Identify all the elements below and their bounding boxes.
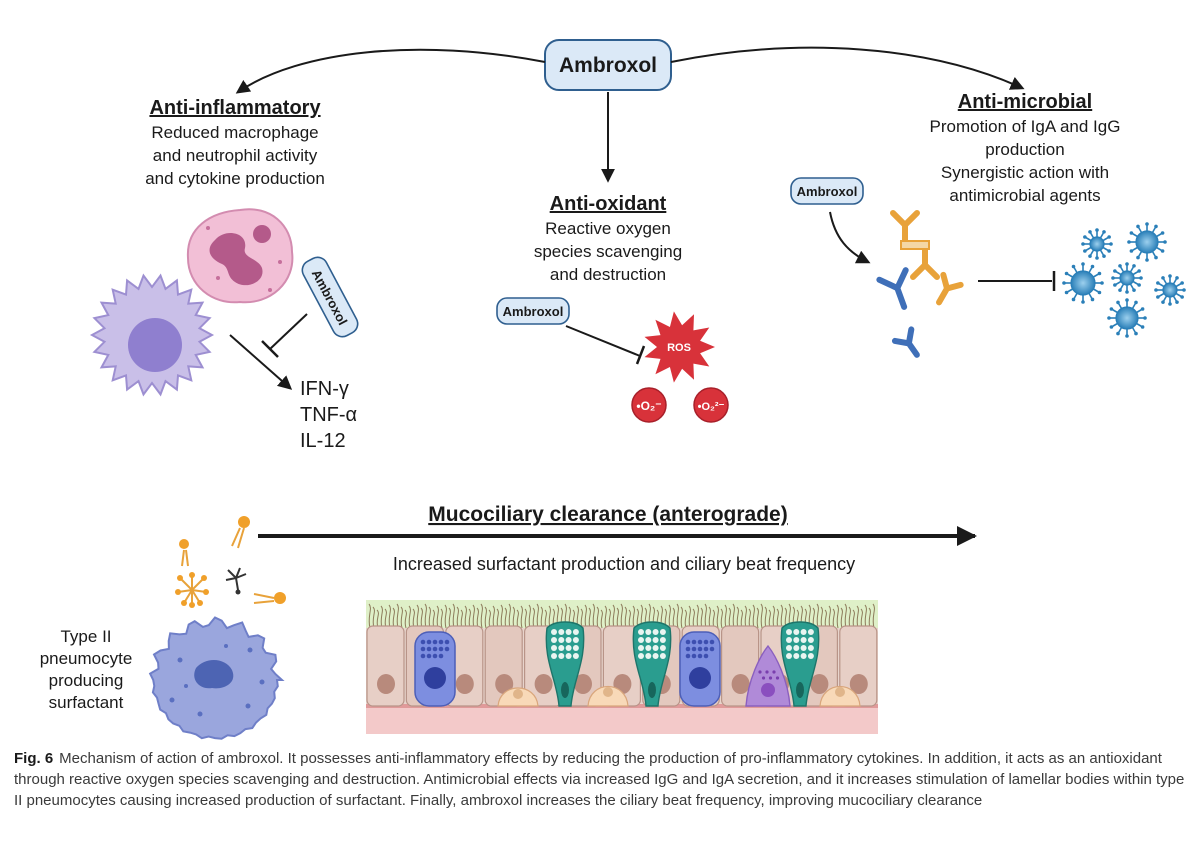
pathogen-6 [1107, 298, 1147, 338]
pathogen-5 [1154, 274, 1186, 306]
ros-label: ROS [667, 342, 691, 354]
arrow-to-anti-inflammatory [235, 48, 546, 94]
anti-oxidant-line-3: and destruction [550, 265, 666, 284]
basal-cell [587, 685, 629, 707]
epithelial-cell [366, 625, 405, 707]
pathogen-2 [1127, 222, 1167, 262]
pathogen-4 [1111, 262, 1143, 294]
goblet-cell [780, 621, 820, 707]
antibody-group [876, 210, 964, 358]
macrophage-cell [89, 273, 215, 397]
ambroxol-oxidant-label: Ambroxol [503, 304, 564, 319]
anti-inflammatory-line-1: Reduced macrophage [151, 123, 318, 142]
anti-oxidant-heading: Anti-oxidant [550, 193, 667, 215]
neutrophil-cell [186, 208, 294, 304]
pneumocyte-label-2: pneumocyte [40, 649, 133, 668]
anti-microbial-line-3: Synergistic action with [941, 163, 1109, 182]
inhibition-bar-oxidant [635, 345, 646, 365]
anti-microbial-line-1: Promotion of IgA and IgG [930, 117, 1121, 136]
anti-oxidant-line-2: species scavenging [534, 242, 682, 261]
surfactant-tuft [225, 567, 247, 595]
club-cell [414, 631, 456, 707]
peroxide-radical: •O₂²⁻ [693, 387, 729, 423]
pneumocyte-label-3: producing [49, 671, 124, 690]
ciliated-epithelium [366, 600, 878, 734]
brush-cell [745, 644, 791, 707]
ambroxol-inflammatory-pill: Ambroxol [301, 256, 359, 338]
ros-starburst: ROS [644, 311, 715, 383]
club-cell [679, 631, 721, 707]
goblet-cell [545, 621, 585, 707]
cytokine-il12: IL-12 [300, 430, 346, 452]
cytokine-ifn: IFN-γ [300, 378, 349, 400]
anti-oxidant-line-1: Reactive oxygen [545, 219, 671, 238]
inhibition-line-inflammatory [269, 313, 308, 350]
surfactant-molecules [175, 516, 286, 608]
inhibition-line-oxidant [565, 325, 641, 357]
mucociliary-heading: Mucociliary clearance (anterograde) [428, 503, 787, 526]
pathogen-cluster [1062, 222, 1186, 338]
caption-text: Mechanism of action of ambroxol. It poss… [14, 750, 1185, 809]
arrow-to-cytokines [229, 334, 293, 390]
pneumocyte-label-1: Type II [60, 627, 111, 646]
pathogen-1 [1081, 228, 1113, 260]
cytokine-tnf: TNF-α [300, 404, 357, 426]
anti-microbial-heading: Anti-microbial [958, 91, 1092, 113]
ambroxol-microbial-label: Ambroxol [797, 184, 858, 199]
pathogen-3 [1062, 262, 1104, 304]
superoxide-label: •O₂⁻ [636, 399, 661, 413]
basal-cell [497, 687, 539, 707]
surfactant-micelle [175, 572, 209, 608]
mucociliary-subtitle: Increased surfactant production and cili… [393, 554, 855, 574]
type-ii-pneumocyte [148, 616, 285, 740]
basal-cell [819, 685, 861, 707]
ambroxol-center-box: Ambroxol [544, 39, 672, 91]
igg-small [891, 326, 920, 358]
inhibition-bar-inflammatory [261, 340, 279, 358]
goblet-cell [632, 621, 672, 707]
arrow-to-antibodies [829, 211, 871, 264]
anti-inflammatory-heading: Anti-inflammatory [149, 97, 321, 119]
arrow-to-anti-microbial [670, 46, 1025, 90]
anti-microbial-line-4: antimicrobial agents [949, 186, 1100, 205]
epithelial-cell [484, 625, 523, 707]
anti-inflammatory-line-2: and neutrophil activity [153, 146, 318, 165]
pneumocyte-label-4: surfactant [49, 693, 124, 712]
superoxide-radical: •O₂⁻ [631, 387, 667, 423]
ambroxol-oxidant-pill: Ambroxol [496, 297, 570, 325]
epithelial-cell [602, 625, 642, 707]
iga-dimer [890, 210, 940, 280]
ambroxol-center-label: Ambroxol [559, 54, 657, 77]
epithelial-cell [839, 625, 878, 707]
anti-inflammatory-line-3: and cytokine production [145, 169, 325, 188]
ambroxol-microbial-pill: Ambroxol [790, 177, 864, 205]
iga-right [936, 271, 964, 306]
peroxide-label: •O₂²⁻ [698, 401, 725, 413]
anti-microbial-line-2: production [985, 140, 1064, 159]
caption-label: Fig. 6 [14, 750, 54, 767]
igg-large [876, 267, 909, 310]
